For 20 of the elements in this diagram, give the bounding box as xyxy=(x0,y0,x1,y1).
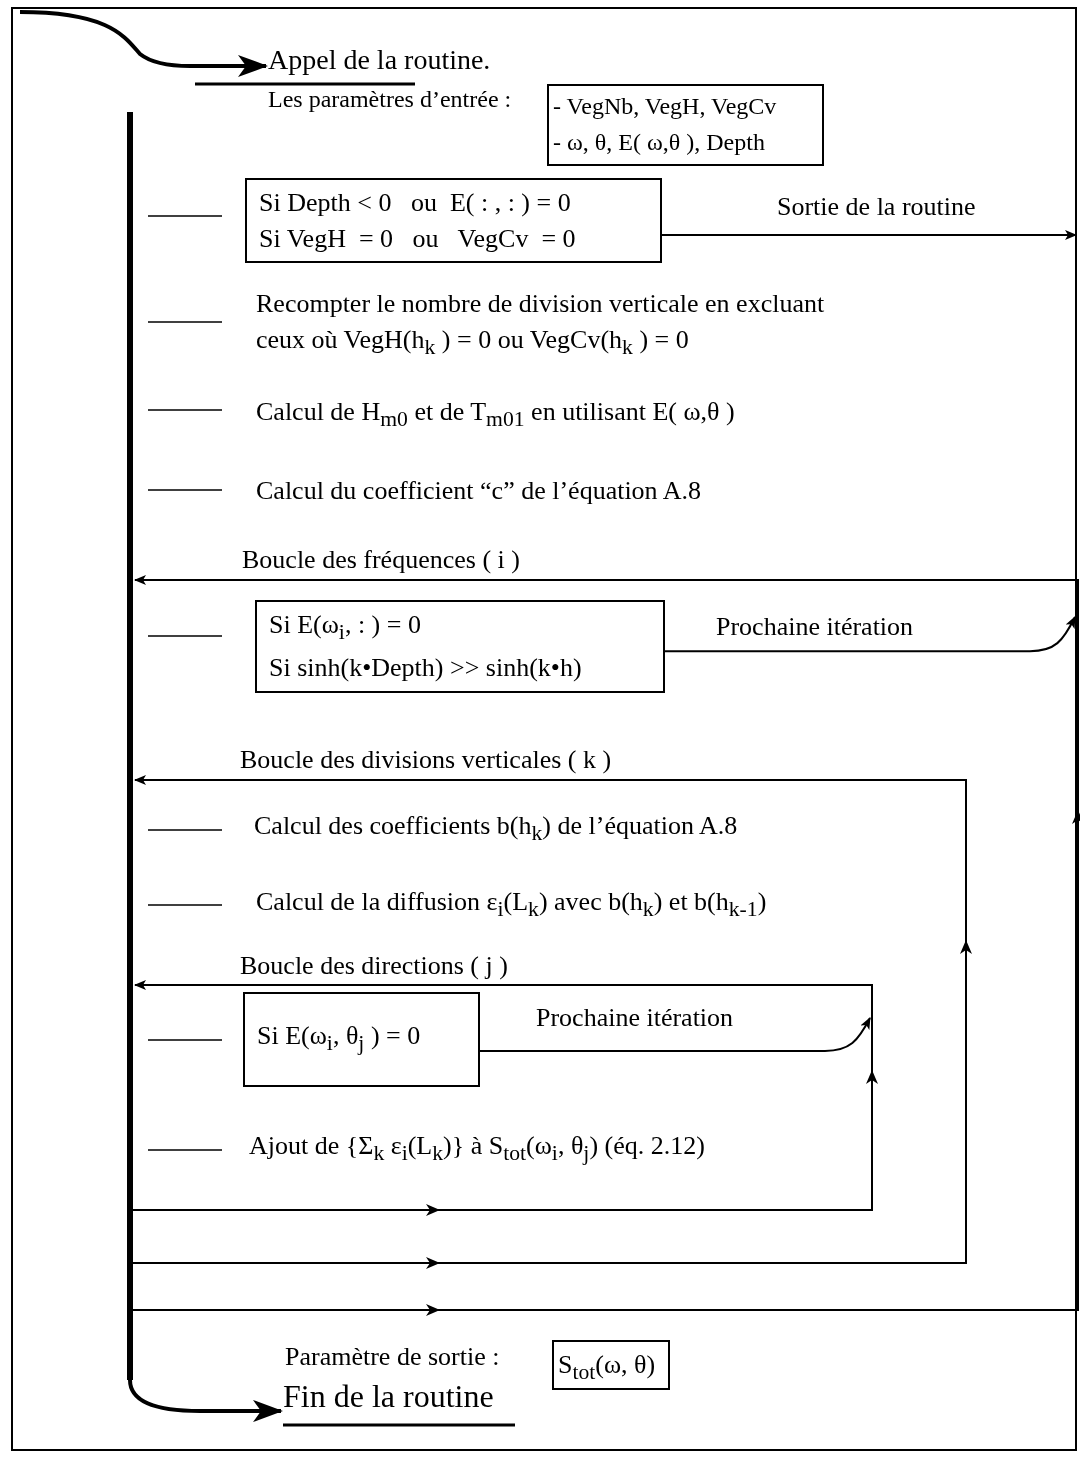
condition-text: Si E(ω$_{i}$, θ$_{j}$ ) = 0 xyxy=(257,1019,422,1058)
arrow xyxy=(664,616,1076,653)
condition-box xyxy=(245,178,662,263)
step-heading: Fin de la routine xyxy=(281,1378,494,1422)
parameter-text: S$_{tot}$(ω, θ) xyxy=(558,1349,657,1387)
arrow xyxy=(661,229,1077,240)
arrow xyxy=(128,1379,283,1422)
parameter-text: - VegNb, VegH, VegCv xyxy=(553,92,778,121)
parameter-text: - ω, θ, E( ω,θ ), Depth xyxy=(553,128,766,157)
condition-text: Si Depth < 0 ou E( : , : ) = 0 xyxy=(259,186,572,219)
condition-box xyxy=(255,600,665,693)
arrow xyxy=(479,1017,871,1052)
condition-text: Si E(ω$_{i}$, : ) = 0 xyxy=(269,608,422,647)
step-heading: Appel de la routine. xyxy=(266,44,491,84)
condition-box xyxy=(243,992,480,1087)
condition-text: Si VegH = 0 ou VegCv = 0 xyxy=(259,222,577,255)
arrow xyxy=(19,10,268,77)
parameter-heading: Paramètre de sortie : xyxy=(285,1342,500,1372)
parameter-heading: Les paramètres d’entrée : xyxy=(268,86,512,113)
condition-text: Si sinh(k•Depth) >> sinh(k•h) xyxy=(269,652,583,685)
